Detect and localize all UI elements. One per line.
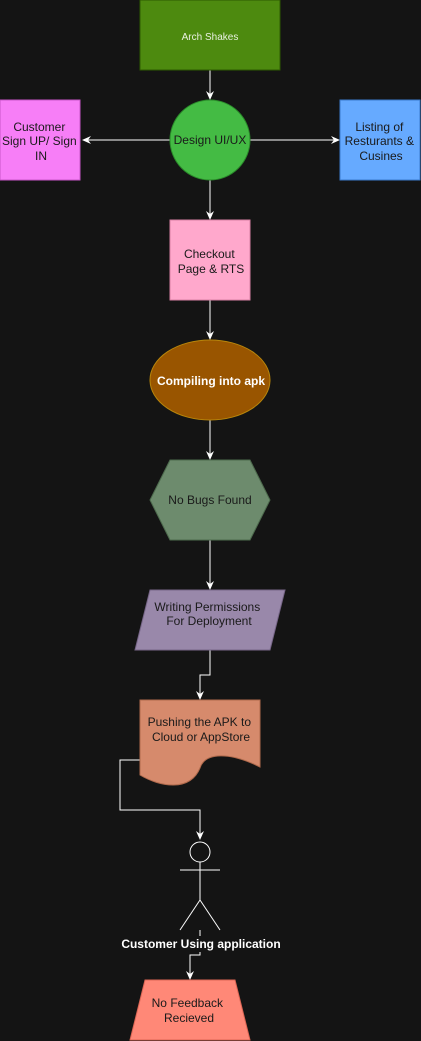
- node-permissions-line-2: For Deployment: [166, 614, 252, 628]
- svg-text:Design UI/UX: Design UI/UX: [174, 133, 247, 147]
- node-listing-shape: [339, 99, 421, 181]
- actor-label-bg: [126, 936, 276, 952]
- node-checkout-shape: [169, 219, 251, 301]
- actor-head-icon: [189, 841, 211, 863]
- node-feedback-shape: [129, 979, 251, 1041]
- node-arch-label: Arch Shakes: [182, 32, 239, 43]
- node-customer-signup: Customer Sign UP/ Sign IN: [0, 99, 81, 181]
- node-checkout: Checkout Page & RTS: [169, 219, 251, 301]
- edge-pushing-to-customer: [119, 759, 204, 840]
- node-signup-line-1: Customer: [13, 120, 65, 134]
- svg-text:Customer Sign UP/ Sign: Customer Sign UP/ Sign IN: [2, 120, 80, 163]
- node-design-shape: [169, 99, 251, 181]
- node-checkout-line-2: Page & RTS: [178, 262, 244, 276]
- node-compiling-apk: Compiling into apk: [149, 339, 271, 421]
- node-compile-label: Compiling into apk: [157, 374, 265, 388]
- svg-text:Pushing the APK to Cloud: Pushing the APK to Cloud or AppStore: [148, 715, 255, 744]
- node-writing-permissions: Writing Permissions For Deployment: [134, 589, 286, 651]
- node-signup-line-3: IN: [35, 149, 47, 163]
- node-signup-line-2: Sign UP/ Sign: [2, 134, 77, 148]
- node-signup-shape: [0, 99, 81, 181]
- svg-text:Checkout Page & RTS: Checkout Page & RTS: [178, 247, 244, 276]
- actor-label: Customer Using application: [121, 937, 280, 951]
- node-no-feedback: No Feedback Recieved: [129, 979, 251, 1041]
- svg-text:Compiling into apk: Compiling into apk: [157, 374, 265, 388]
- node-pushing-apk: Pushing the APK to Cloud or AppStore: [139, 699, 261, 786]
- actor-leg-left: [179, 899, 201, 931]
- svg-text:No Bugs Found: No Bugs Found: [168, 493, 251, 507]
- node-permissions-line-1: Writing Permissions: [154, 600, 260, 614]
- svg-text:Listing of Resturants &: Listing of Resturants & Cusines: [345, 120, 418, 163]
- node-listing-line-3: Cusines: [359, 149, 402, 163]
- node-listing-line-2: Resturants &: [345, 134, 414, 148]
- node-feedback-line-2: Recieved: [164, 1011, 214, 1025]
- node-compile-shape: [149, 339, 271, 421]
- node-listing-restaurants: Listing of Resturants & Cusines: [339, 99, 421, 181]
- node-no-bugs: No Bugs Found: [149, 459, 271, 541]
- node-permissions-shape: [134, 589, 286, 651]
- svg-text:Arch Shakes: Arch Shakes: [182, 32, 239, 43]
- svg-text:No Feedback Recieved: No Feedback Recieved: [152, 996, 227, 1025]
- svg-text:Customer Using application: Customer Using application: [121, 937, 280, 951]
- node-nobugs-label: No Bugs Found: [168, 493, 251, 507]
- node-design-uiux: Design UI/UX: [169, 99, 251, 181]
- node-pushing-line-2: Cloud or AppStore: [152, 730, 250, 744]
- edge-permissions-to-pushing: [196, 650, 211, 700]
- edges: [82, 70, 340, 980]
- node-listing-line-1: Listing of: [355, 120, 404, 134]
- node-checkout-line-1: Checkout: [184, 247, 235, 261]
- node-arch-shape: [139, 0, 281, 71]
- node-customer-actor: [179, 841, 221, 931]
- node-pushing-line-1: Pushing the APK to: [148, 715, 252, 729]
- node-nobugs-shape: [149, 459, 271, 541]
- actor-leg-right: [199, 899, 221, 931]
- node-design-label: Design UI/UX: [174, 133, 247, 147]
- svg-text:Writing Permissions For: Writing Permissions For Deployment: [154, 600, 263, 628]
- node-feedback-line-1: No Feedback: [152, 996, 224, 1010]
- node-arch-shakes: Arch Shakes: [139, 0, 281, 71]
- node-pushing-shape: [139, 699, 261, 786]
